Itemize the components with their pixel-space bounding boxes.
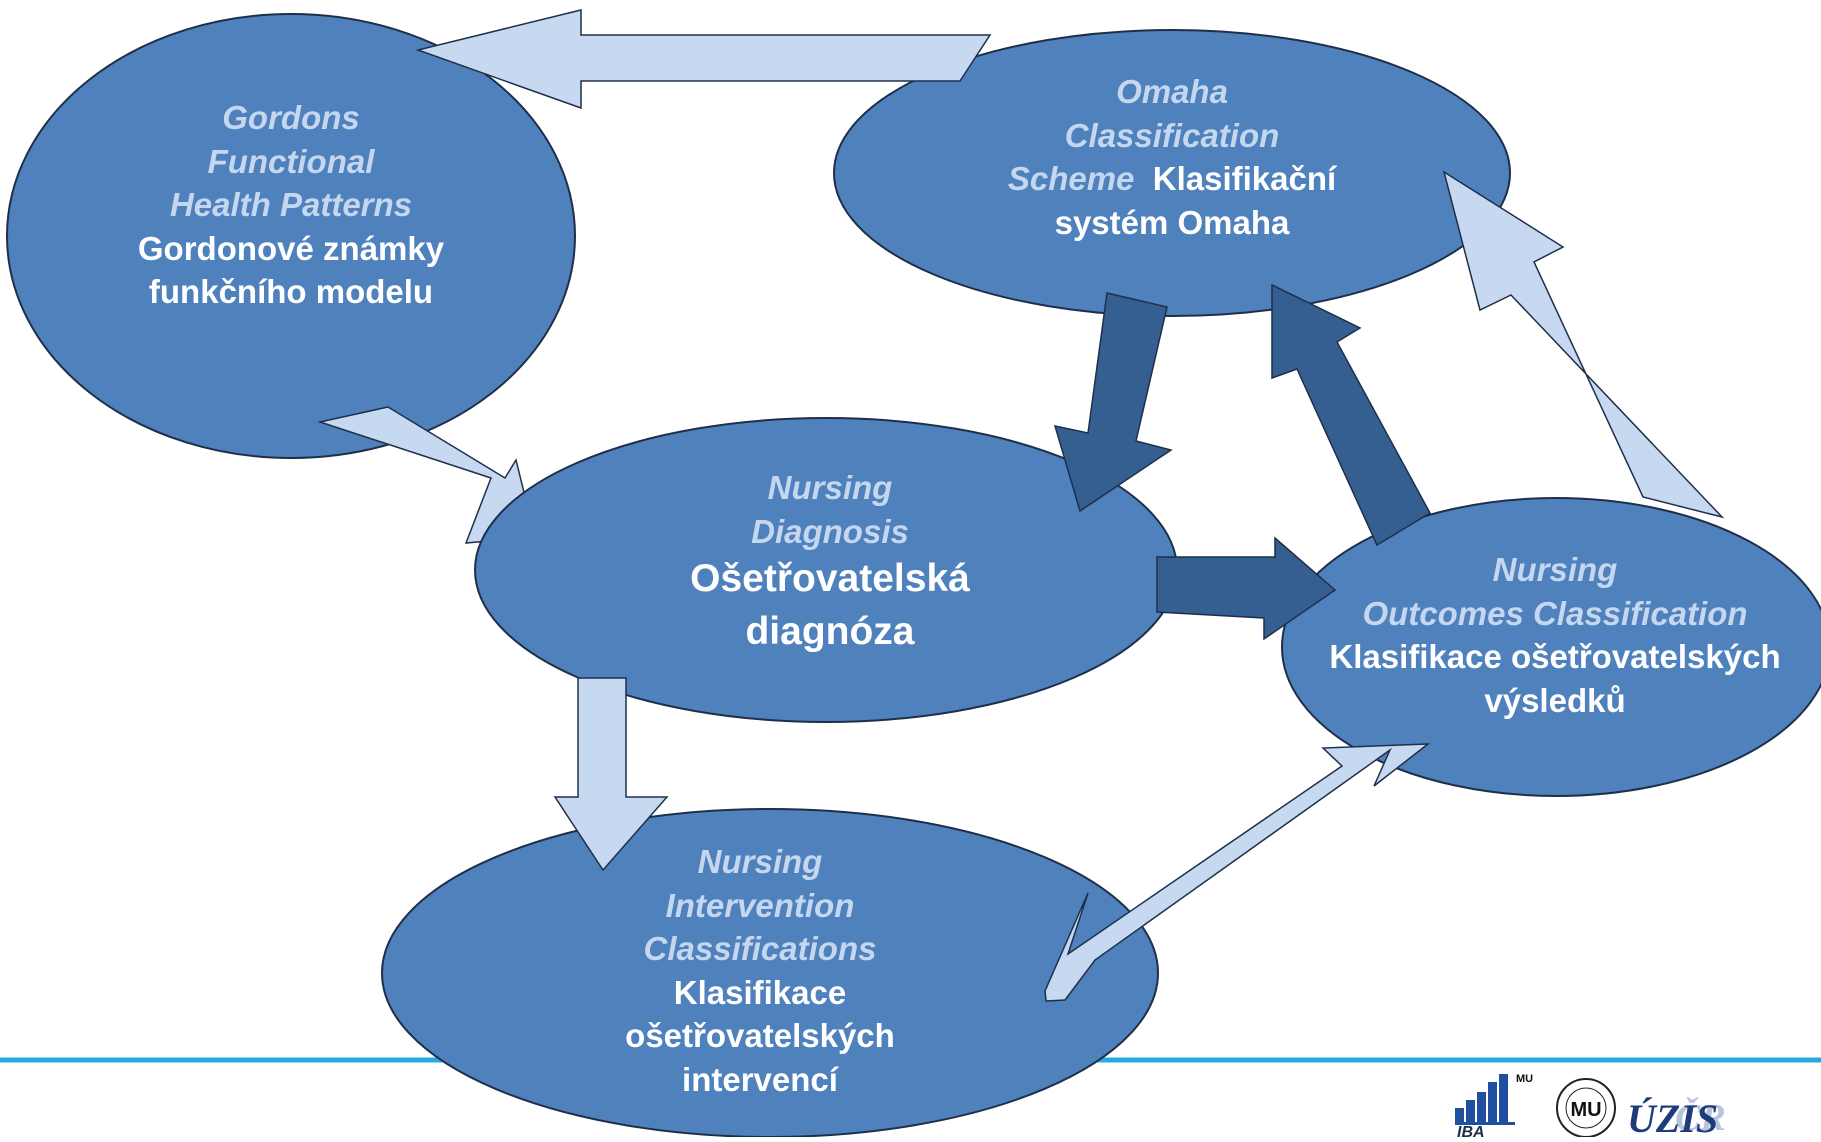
label-omaha-cz: systém Omaha: [1054, 203, 1290, 241]
label-omaha-en-last: Scheme: [1007, 160, 1135, 198]
label-omaha-en: Omaha Classification: [1064, 73, 1280, 154]
label-gordon-cz: Gordonové známky funkčního modelu: [137, 229, 445, 311]
label-outcomes: Nursing Outcomes Classification Klasifik…: [1295, 548, 1815, 722]
label-intervention-cz: Klasifikace ošetřovatelských intervencí: [625, 973, 895, 1098]
node-intervention: [381, 808, 1159, 1137]
label-gordon-en: Gordons Functional Health Patterns: [169, 99, 413, 224]
label-diagnosis-cz: Ošetřovatelská diagnóza: [690, 557, 970, 653]
arrow-omaha-to-diagnosis: [1053, 292, 1173, 513]
node-omaha: [833, 29, 1511, 317]
label-intervention: Nursing Intervention Classifications Kla…: [540, 840, 980, 1101]
uzis-text: ÚZIS: [1627, 1096, 1718, 1137]
node-gordon: [6, 13, 576, 459]
node-outcomes: [1281, 497, 1821, 797]
mu-seal: MU: [1556, 1078, 1616, 1138]
arrow-diagnosis-to-intervention: [553, 677, 669, 872]
arrow-diagnosis-to-outcomes: [1156, 536, 1337, 641]
iba-logo: MU IBA: [1455, 1073, 1533, 1141]
arrow-outcomes-to-omaha-dark: [1271, 283, 1432, 547]
footer-logos: MU IBA MU ČR ÚZIS: [1455, 1068, 1755, 1141]
uzis-logo: ČR ÚZIS: [1627, 1096, 1726, 1141]
label-gordon: Gordons Functional Health Patterns Gordo…: [61, 96, 521, 314]
uzis-overlay-text: ČR: [1675, 1096, 1726, 1137]
arrow-intervention-outcomes: [1044, 743, 1431, 1002]
label-diagnosis-en: Nursing Diagnosis: [751, 469, 909, 550]
logos-svg: MU IBA MU ČR ÚZIS: [1455, 1073, 1726, 1141]
label-outcomes-cz: Klasifikace ošetřovatelských výsledků: [1329, 638, 1781, 719]
arrow-omaha-to-gordon: [415, 9, 992, 110]
label-omaha-cz-inline: Klasifikační: [1152, 160, 1337, 198]
label-omaha: Omaha Classification Scheme Klasifikační…: [922, 70, 1422, 244]
mu-seal-text: MU: [1570, 1099, 1601, 1121]
label-intervention-en: Nursing Intervention Classifications: [643, 843, 877, 968]
label-outcomes-en: Nursing Outcomes Classification: [1362, 551, 1748, 632]
label-diagnosis: Nursing Diagnosis Ošetřovatelská diagnóz…: [580, 466, 1080, 658]
iba-text: IBA: [1457, 1124, 1485, 1137]
arrow-outcomes-to-omaha-light: [1442, 170, 1725, 519]
iba-top-text: MU: [1516, 1073, 1533, 1085]
